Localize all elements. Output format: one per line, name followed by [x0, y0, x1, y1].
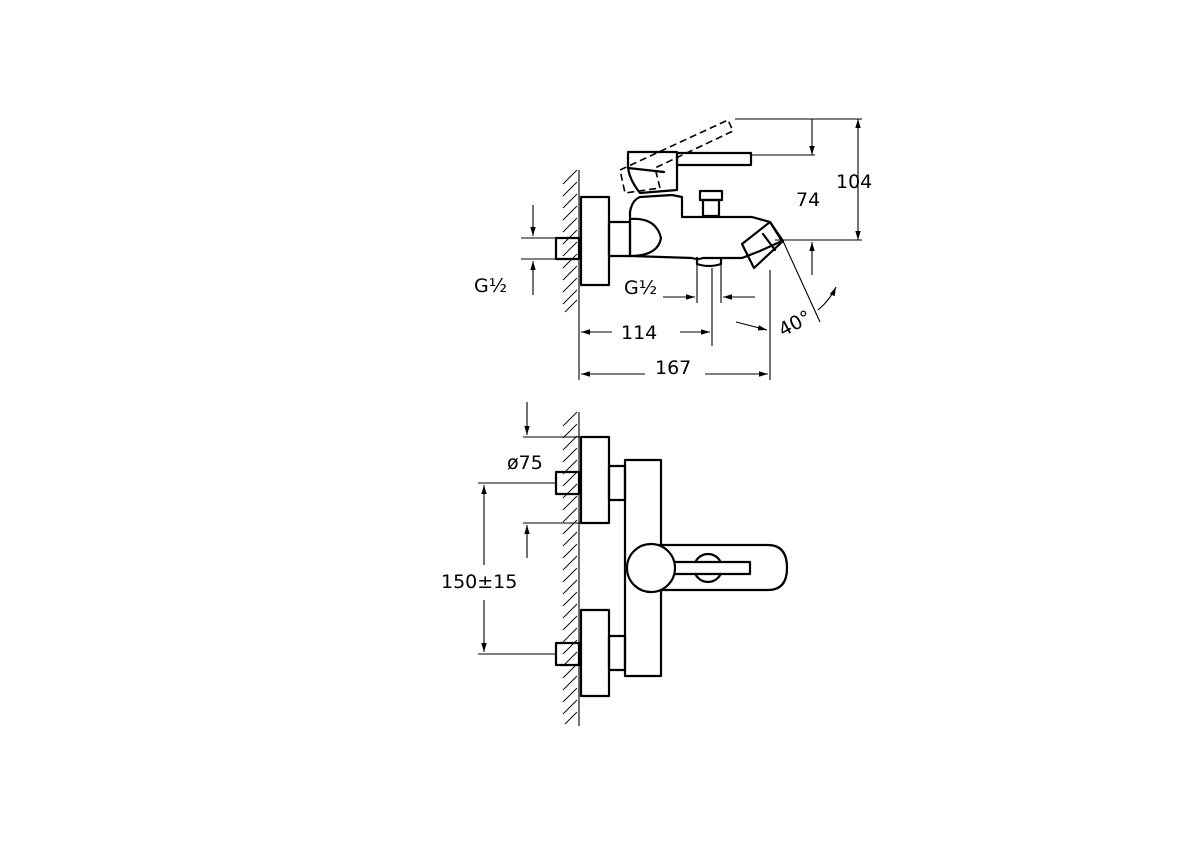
label-spacing: 150±15: [441, 571, 517, 593]
front-view: ø75 150±15: [441, 402, 789, 726]
handle-block: [626, 150, 679, 195]
lever-bar-front: [670, 560, 752, 576]
diverter-knob: [698, 189, 724, 202]
spout-tip-line: [761, 232, 777, 252]
inlet-thread-side: [554, 236, 581, 261]
wall-side: [562, 169, 580, 313]
handle-block-line: [626, 166, 666, 174]
side-view: G½ G½ 114 167 104 74 40°: [474, 118, 872, 380]
label-dim-167: 167: [655, 357, 691, 379]
upper-flange-front: [579, 435, 611, 525]
label-dim-114: 114: [621, 322, 657, 344]
lever-outline-front: [658, 543, 789, 592]
body-curve: [628, 217, 663, 258]
lever-side: [675, 151, 753, 167]
wall-front: [562, 411, 580, 726]
upper-inlet-front: [554, 470, 581, 496]
label-angle: 40°: [775, 306, 815, 341]
lower-flange-front: [579, 608, 611, 698]
upper-connector-front: [607, 464, 627, 502]
label-thread-wall: G½: [474, 275, 507, 297]
label-thread-outlet: G½: [624, 277, 657, 299]
wall-flange-side: [579, 195, 611, 287]
spout-outlet: [740, 220, 785, 270]
lower-connector-front: [607, 634, 627, 672]
connector-side: [607, 220, 632, 258]
diverter-stem: [701, 198, 721, 218]
mixer-body-side: [628, 193, 784, 261]
label-dim-74: 74: [796, 189, 820, 211]
handle-knob-front: [625, 542, 677, 594]
label-dim-104: 104: [836, 171, 872, 193]
label-diameter: ø75: [507, 452, 543, 474]
